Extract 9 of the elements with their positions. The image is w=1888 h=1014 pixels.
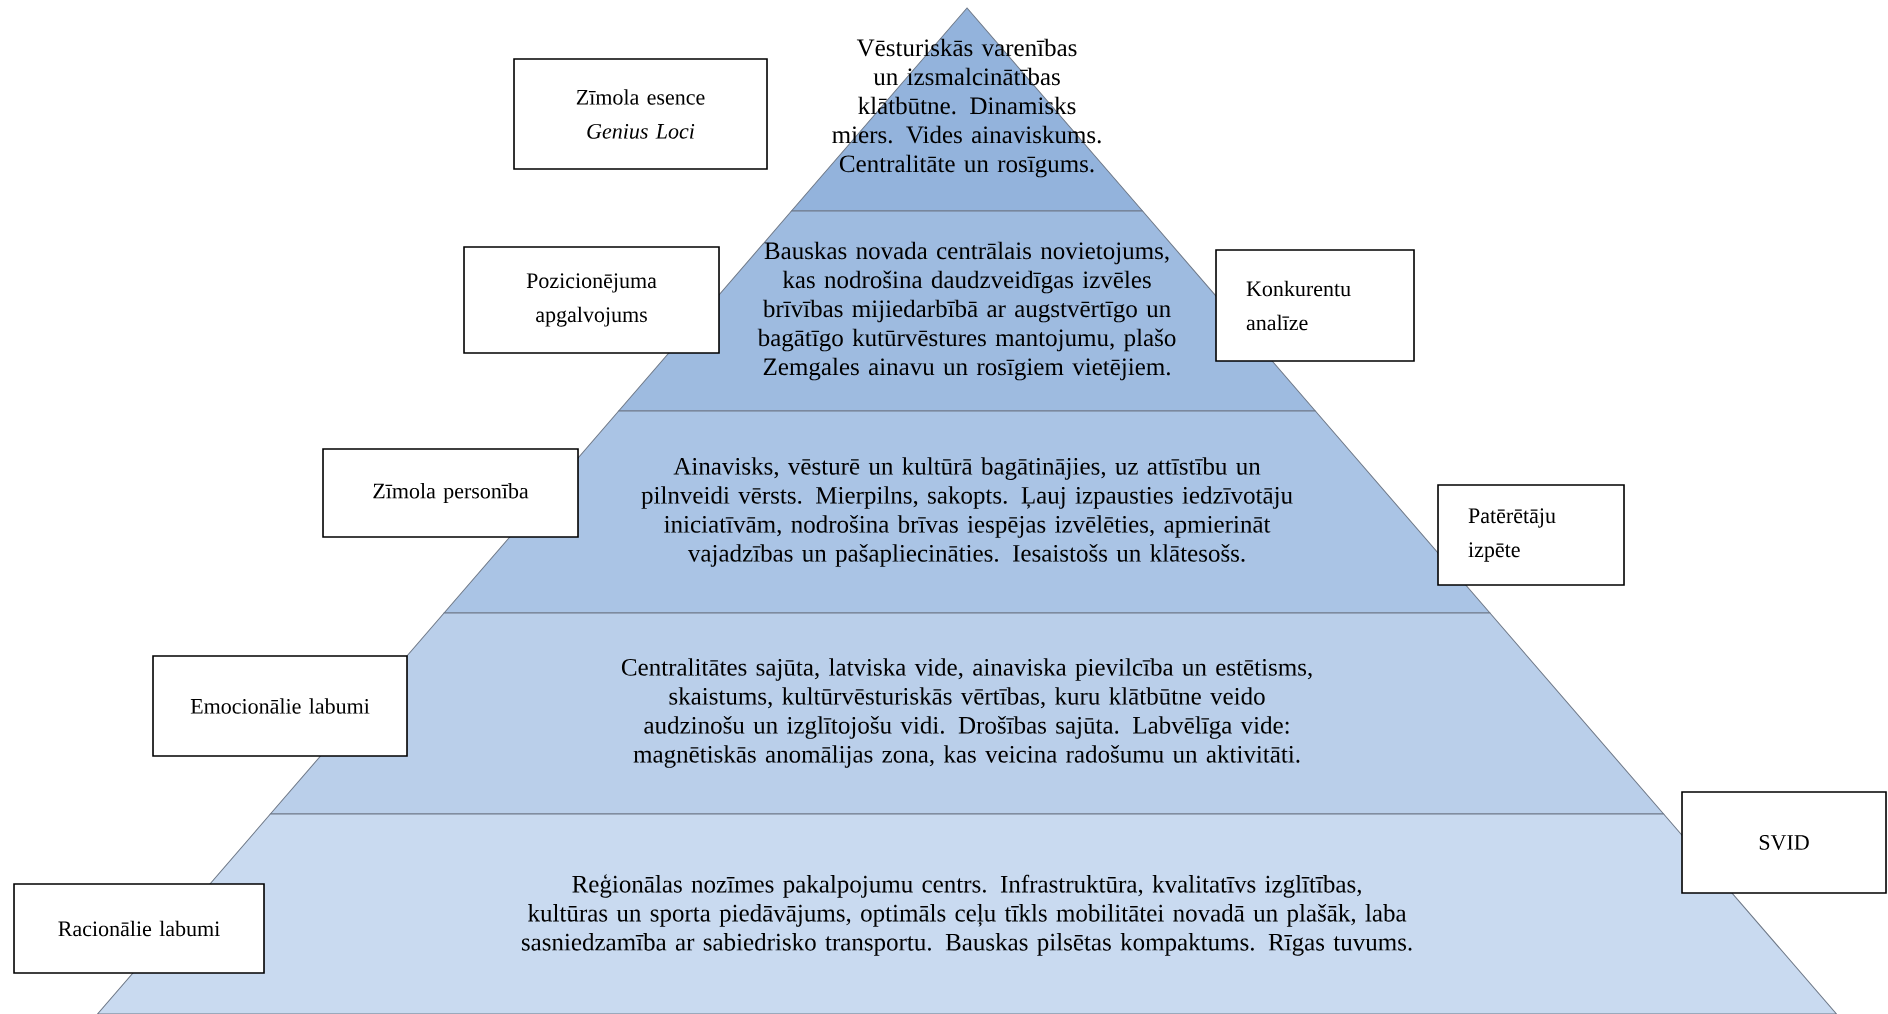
label-box: Konkurentu analīze (1215, 249, 1415, 362)
label-box: Zīmola personība (322, 448, 579, 538)
label-box: Pozicionējuma apgalvojums (463, 246, 720, 354)
label-box: Racionālie labumi (13, 883, 265, 974)
label-box: SVID (1681, 791, 1887, 894)
label-box: Emocionālie labumi (152, 655, 408, 757)
label-box: Zīmola esence Genius Loci (513, 58, 768, 170)
pyramid-tier: Vēsturiskās varenības un izsmalcinātības klātbūtne. Dinamisks miers. Vides ainaviskums. Centralitāte un rosīgums. (791, 7, 1143, 212)
label-box: Patērētāju izpēte (1437, 484, 1625, 586)
